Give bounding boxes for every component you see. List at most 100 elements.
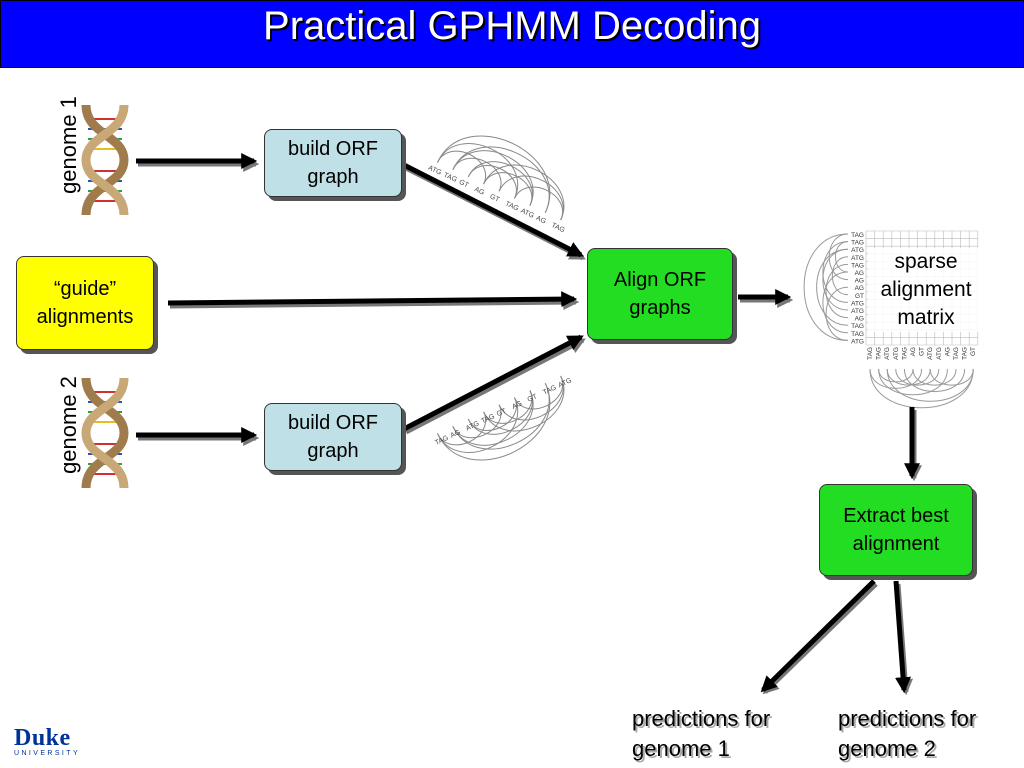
matrix-col-label: TAG	[962, 347, 969, 360]
orf-node-label: ATG	[427, 165, 443, 177]
matrix-row-label: AG	[855, 278, 864, 285]
matrix-col-label: ATG	[893, 347, 900, 360]
matrix-left-arc	[834, 241, 849, 273]
predictions-genome-1-line2: genome 1	[632, 736, 730, 761]
arrow-extract-to-pred2	[893, 580, 912, 694]
arrow-guide-to-align	[167, 291, 578, 308]
matrix-bottom-arc	[886, 368, 931, 386]
matrix-row-label: TAG	[851, 323, 864, 330]
title-bar	[0, 0, 1024, 68]
orf-node-label: TAG	[504, 200, 520, 212]
orf-node-label: GT	[489, 193, 501, 204]
orf-edge	[483, 390, 533, 424]
matrix-row-label: ATG	[851, 247, 864, 254]
align-orf-graphs-box: Align ORF graphs	[587, 248, 733, 340]
build-orf-graph-1-label: build ORF graph	[287, 138, 379, 188]
guide-alignments-label: “guide” alignments	[36, 278, 134, 328]
matrix-col-label: GT	[970, 347, 977, 356]
align-orf-graphs-label: Align ORF graphs	[613, 269, 707, 319]
duke-logo: Duke UNIVERSITY	[14, 726, 80, 757]
arrow-extract-to-pred1	[760, 579, 876, 693]
orf-node-label: AG	[473, 186, 485, 197]
matrix-col-label: ATG	[927, 347, 934, 360]
orf-edge	[452, 158, 502, 192]
orf-node-label: TAG	[550, 222, 566, 234]
orf-edge	[452, 150, 534, 206]
matrix-row-label: AG	[855, 270, 864, 277]
matrix-left-arc	[832, 256, 849, 296]
orf-edge	[514, 186, 564, 221]
matrix-bottom-arc	[886, 368, 974, 402]
matrix-bottom-arc	[869, 368, 923, 389]
matrix-bottom-arc	[912, 368, 957, 386]
matrix-left-arc	[825, 286, 849, 341]
matrix-row-label: ATG	[851, 255, 864, 262]
orf-edge	[436, 397, 518, 453]
matrix-bottom-arc	[903, 368, 966, 392]
orf-edge	[452, 404, 502, 438]
matrix-col-label: TAG	[953, 347, 960, 360]
orf-edge	[483, 172, 533, 206]
orf-node-label: AG	[535, 215, 547, 226]
matrix-col-label: ATG	[884, 347, 891, 360]
matrix-left-arc	[822, 271, 849, 334]
matrix-row-label: AG	[855, 285, 864, 292]
orf-node-label: ATG	[519, 208, 535, 220]
matrix-col-label: AG	[944, 347, 951, 356]
orf-node-label: AG	[450, 429, 462, 440]
matrix-bottom-arc	[878, 368, 948, 396]
orf-edge	[452, 390, 534, 446]
predictions-genome-2-line1: predictions for	[838, 706, 977, 731]
build-orf-graph-2: build ORF graph	[264, 403, 402, 471]
orf-node-label: GT	[496, 407, 508, 418]
matrix-left-arc	[828, 233, 849, 281]
matrix-col-label: TAG	[901, 347, 908, 360]
arrow-orf1-to-align	[402, 162, 584, 258]
orf-edge	[452, 382, 550, 450]
sparse-alignment-matrix-label: sparse alignment matrix	[868, 248, 984, 332]
genome-1-label: genome 1	[55, 96, 81, 194]
orf-node-label: GT	[527, 393, 539, 404]
orf-edge	[467, 397, 517, 431]
predictions-genome-1: predictions for genome 1	[632, 704, 770, 764]
guide-alignments-box: “guide” alignments	[16, 256, 154, 350]
matrix-row-label: TAG	[851, 262, 864, 269]
matrix-col-label: TAG	[867, 347, 874, 360]
orf-edge	[436, 382, 551, 461]
matrix-left-arc	[825, 263, 849, 319]
matrix-row-label: AG	[855, 316, 864, 323]
orf-edge	[436, 411, 487, 446]
matrix-row-label: ATG	[851, 300, 864, 307]
build-orf-graph-1: build ORF graph	[264, 129, 402, 197]
duke-logo-name: Duke	[14, 725, 71, 751]
predictions-genome-1-line1: predictions for	[632, 706, 771, 731]
orf-edge	[483, 375, 565, 432]
predictions-genome-2: predictions for genome 2	[838, 704, 976, 764]
matrix-col-label: GT	[919, 347, 926, 356]
matrix-row-label: ATG	[851, 338, 864, 345]
matrix-left-arc	[803, 233, 849, 341]
matrix-left-arc	[822, 241, 849, 303]
orf-edge	[436, 135, 551, 214]
orf-edge	[436, 143, 518, 199]
orf-node-label: TAG	[542, 384, 558, 396]
orf-edge	[483, 164, 565, 221]
orf-edge	[467, 165, 517, 199]
matrix-col-label: TAG	[876, 347, 883, 360]
orf-node-label: TAG	[480, 413, 496, 425]
dna-helix-icon	[81, 104, 129, 216]
matrix-row-label: TAG	[851, 232, 864, 239]
orf-node-label: GT	[458, 179, 470, 190]
matrix-col-label: ATG	[936, 347, 943, 360]
matrix-row-label: TAG	[851, 331, 864, 338]
orf-edge	[452, 146, 550, 214]
orf-node-label: TAG	[434, 435, 450, 447]
predictions-genome-2-line2: genome 2	[838, 736, 936, 761]
orf-node-label: ATG	[557, 377, 573, 389]
matrix-row-label: TAG	[851, 240, 864, 247]
matrix-bottom-arc	[929, 368, 974, 386]
matrix-left-arc	[822, 248, 849, 311]
matrix-row-label: ATG	[851, 308, 864, 315]
